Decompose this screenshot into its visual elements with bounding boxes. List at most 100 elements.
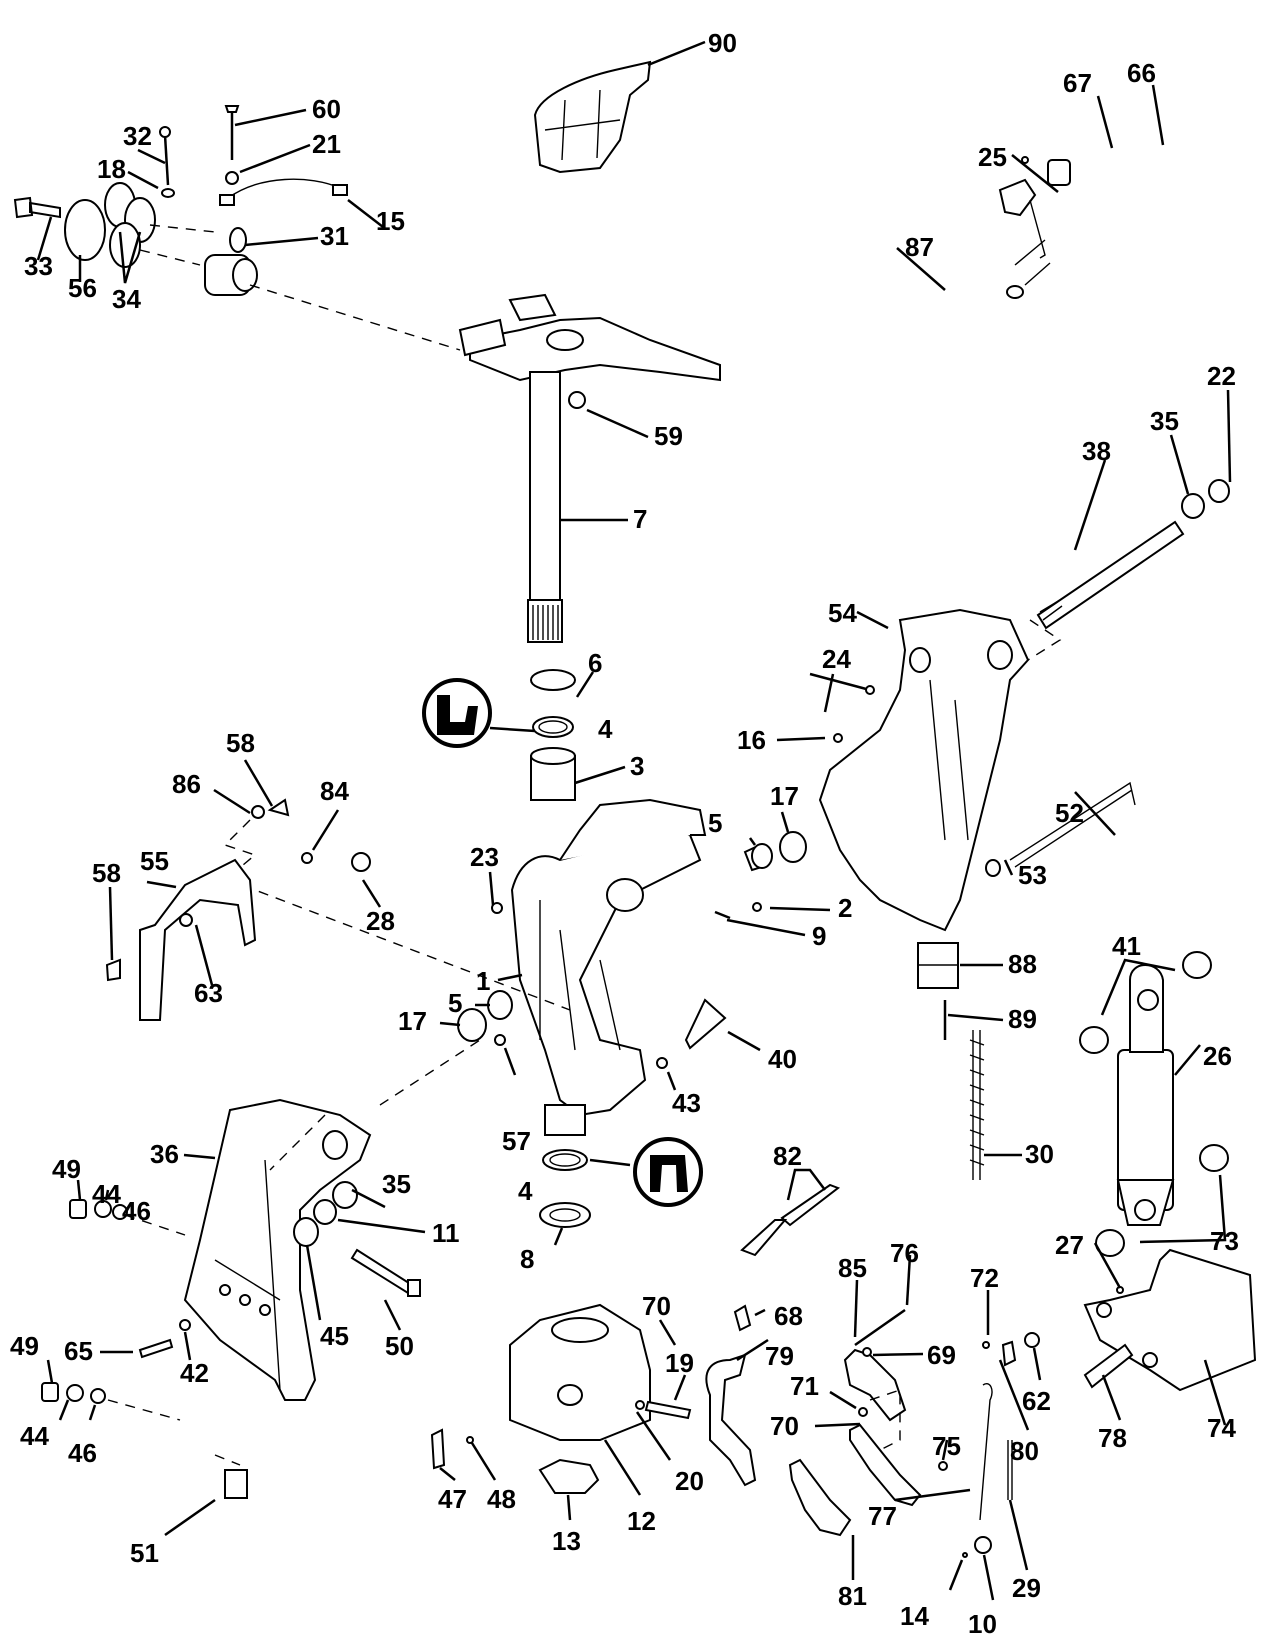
part-71 <box>858 1407 868 1417</box>
part-bearing-8 <box>539 1202 591 1228</box>
callout-38: 38 <box>1082 436 1111 466</box>
part-69 <box>862 1347 872 1357</box>
part-nut-59 <box>568 391 586 409</box>
part-nut-35a <box>1181 493 1205 519</box>
callout-6: 6 <box>588 648 602 678</box>
callout-45: 45 <box>320 1321 349 1351</box>
callout-48: 48 <box>487 1484 516 1514</box>
callout-11: 11 <box>432 1218 460 1248</box>
callout-44-upper: 44 <box>92 1179 121 1209</box>
callout-27: 27 <box>1055 1230 1084 1260</box>
part-49b <box>41 1382 59 1402</box>
callout-46-upper: 46 <box>122 1196 151 1226</box>
callout-36: 36 <box>150 1139 179 1169</box>
callout-40: 40 <box>768 1044 797 1074</box>
callout-86: 86 <box>172 769 201 799</box>
callout-10: 10 <box>968 1609 997 1639</box>
part-20 <box>635 1400 645 1410</box>
callout-72: 72 <box>970 1263 999 1293</box>
callout-79: 79 <box>765 1341 794 1371</box>
part-cover-90 <box>533 60 652 174</box>
callout-3: 3 <box>630 751 644 781</box>
callout-90: 90 <box>708 28 737 58</box>
callout-26: 26 <box>1203 1041 1232 1071</box>
callout-75: 75 <box>932 1431 961 1461</box>
callout-70-upper: 70 <box>642 1291 671 1321</box>
part-16 <box>833 733 843 743</box>
callout-58-lower: 58 <box>92 858 121 888</box>
callout-1: 1 <box>476 966 490 996</box>
callout-77: 77 <box>868 1501 897 1531</box>
part-46b <box>90 1388 106 1404</box>
callout-51: 51 <box>130 1538 159 1568</box>
lubricant-symbol-upper <box>422 678 492 748</box>
part-87 <box>1006 285 1024 299</box>
callout-55: 55 <box>140 846 169 876</box>
part-housing-12 <box>509 1303 651 1441</box>
callout-56: 56 <box>68 273 97 303</box>
callout-65: 65 <box>64 1336 93 1366</box>
part-10 <box>974 1536 992 1554</box>
callout-28: 28 <box>366 906 395 936</box>
part-58-bolt <box>105 958 121 982</box>
callout-30: 30 <box>1025 1139 1054 1169</box>
callout-2: 2 <box>838 893 852 923</box>
part-68 <box>733 1304 752 1332</box>
part-spring-30 <box>969 1030 985 1180</box>
callout-17-lower: 17 <box>398 1006 427 1036</box>
lubricant-symbol-lower <box>633 1137 703 1207</box>
part-bushing-5b <box>487 990 513 1020</box>
part-lever-81 <box>788 1458 852 1537</box>
part-nut-35b <box>332 1181 358 1209</box>
callout-13: 13 <box>552 1526 581 1556</box>
callout-4-upper: 4 <box>598 714 613 744</box>
part-72 <box>982 1341 990 1349</box>
callout-7: 7 <box>633 504 647 534</box>
part-58-upper <box>267 798 290 817</box>
callout-49-lower: 49 <box>10 1331 39 1361</box>
part-bracket-55 <box>139 858 257 1021</box>
callout-70-lower: 70 <box>770 1411 799 1441</box>
callout-35-upper: 35 <box>1150 406 1179 436</box>
callout-74: 74 <box>1207 1413 1236 1443</box>
part-nut-22 <box>1208 479 1230 503</box>
part-pin-40 <box>684 998 727 1050</box>
part-tilt-tube-38 <box>1036 520 1185 630</box>
part-seal-4-upper <box>532 716 574 738</box>
callout-76: 76 <box>890 1238 919 1268</box>
callout-63: 63 <box>194 978 223 1008</box>
callout-80: 80 <box>1010 1436 1039 1466</box>
part-14 <box>962 1552 968 1558</box>
callout-71: 71 <box>790 1371 819 1401</box>
part-86 <box>251 805 265 819</box>
callout-50: 50 <box>385 1331 414 1361</box>
callout-73: 73 <box>1210 1226 1239 1256</box>
callout-9: 9 <box>812 921 826 951</box>
callout-17-upper: 17 <box>770 781 799 811</box>
part-lever-81b <box>849 1423 922 1507</box>
part-nut-11 <box>313 1199 337 1225</box>
callout-52: 52 <box>1055 798 1084 828</box>
callout-35-lower: 35 <box>382 1169 411 1199</box>
part-62 <box>1024 1332 1040 1348</box>
callout-53: 53 <box>1018 860 1047 890</box>
parts-artwork <box>13 60 1257 1558</box>
callout-20: 20 <box>675 1466 704 1496</box>
part-seal-4-lower <box>542 1149 588 1171</box>
part-lever-79 <box>705 1353 757 1487</box>
part-44b <box>66 1384 84 1402</box>
part-bracket-25 <box>998 178 1037 217</box>
callout-42: 42 <box>180 1358 209 1388</box>
callout-43: 43 <box>672 1088 701 1118</box>
callout-88: 88 <box>1008 949 1037 979</box>
part-bushing-41b <box>1079 1026 1109 1054</box>
leader-lines <box>36 40 1232 1601</box>
callout-78: 78 <box>1098 1423 1127 1453</box>
part-bolt-19 <box>644 1400 692 1420</box>
part-bolt-65 <box>138 1338 174 1359</box>
part-stern-bracket-36 <box>183 1098 372 1401</box>
callout-14: 14 <box>900 1601 929 1631</box>
part-bolt-33 <box>13 196 61 219</box>
callout-33: 33 <box>24 251 53 281</box>
part-44a <box>94 1200 112 1218</box>
